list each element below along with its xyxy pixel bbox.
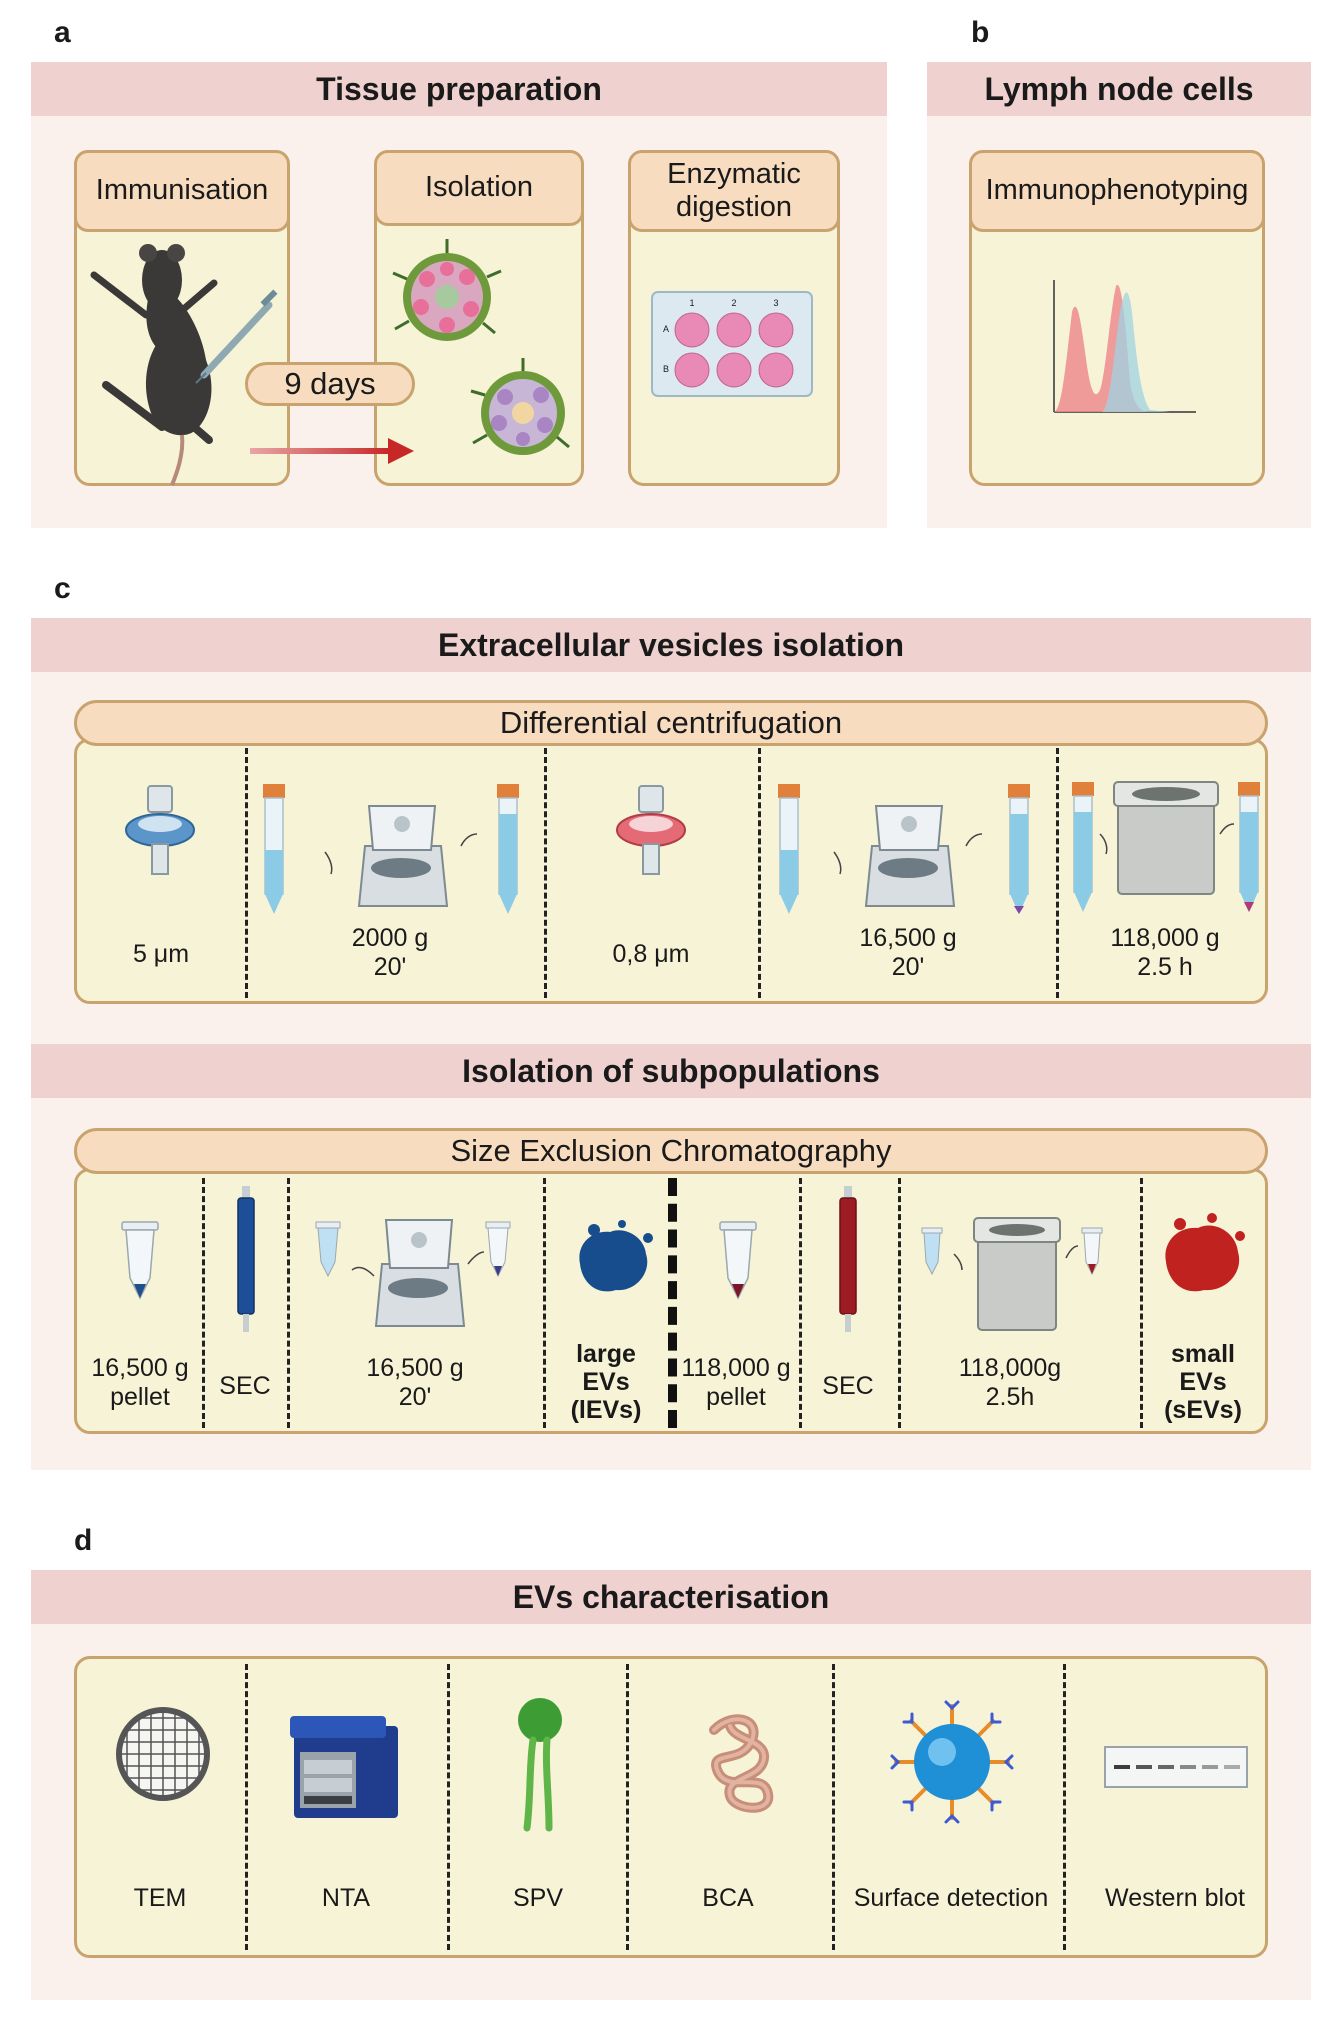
centrifuge-icon: [315, 1219, 511, 1327]
separator: [626, 1664, 629, 1950]
step-label: small EVs (sEVs): [1164, 1340, 1242, 1424]
ev-isolation-header: Extracellular vesicles isolation: [31, 618, 1311, 672]
lymph-node-icon: [392, 239, 570, 455]
separator: [544, 748, 547, 998]
western-blot-icon: [1104, 1746, 1248, 1788]
panel-label-a: a: [54, 16, 71, 49]
plate-row-a: A: [662, 324, 669, 334]
immunisation-title: Immunisation: [74, 150, 290, 232]
step-label: 2000 g 20': [351, 924, 429, 981]
centrifugation-title: Differential centrifugation: [74, 700, 1268, 746]
lipid-icon: [518, 1698, 562, 1832]
panel-label-d: d: [74, 1524, 93, 1557]
method-label: Surface detection: [853, 1884, 1049, 1912]
separator: [202, 1178, 205, 1428]
blue-filter-icon: [125, 785, 195, 875]
centrifuge-icon: [263, 784, 519, 914]
subpopulations-header: Isolation of subpopulations: [31, 1044, 1311, 1098]
step-label: 16,500 g pellet: [91, 1354, 189, 1411]
blue-sec-column-icon: [237, 1186, 255, 1332]
lymph-node-cells-header: Lymph node cells: [927, 62, 1311, 116]
characterisation-box: [74, 1656, 1268, 1958]
step-label: 16,500 g 20': [859, 924, 957, 981]
tem-grid-icon: [116, 1707, 210, 1801]
small-ev-icon: [1165, 1213, 1245, 1292]
plate-col-2: 2: [731, 298, 737, 308]
flow-cytometry-histogram-icon: [1053, 280, 1196, 413]
large-ev-icon: [579, 1220, 653, 1292]
plate-col-3: 3: [773, 298, 779, 308]
step-label: 118,000 g 2.5 h: [1110, 924, 1220, 981]
separator: [1140, 1178, 1143, 1428]
step-label: 118,000g 2.5h: [958, 1354, 1062, 1411]
method-label: BCA: [702, 1884, 754, 1912]
isolation-title: Isolation: [374, 150, 584, 226]
panel-label-c: c: [54, 572, 71, 605]
separator: [245, 1664, 248, 1950]
tissue-preparation-header: Tissue preparation: [31, 62, 887, 116]
separator: [898, 1178, 901, 1428]
vesicle-antibody-icon: [890, 1700, 1014, 1824]
red-sec-column-icon: [839, 1186, 857, 1332]
separator: [447, 1664, 450, 1950]
separator: [287, 1178, 290, 1428]
interval-pill: 9 days: [245, 362, 415, 406]
eppendorf-tube-icon: [121, 1221, 159, 1300]
plate-col-1: 1: [689, 298, 695, 308]
separator: [832, 1664, 835, 1950]
step-label: SEC: [822, 1372, 874, 1400]
immunophenotyping-title: Immunophenotyping: [969, 150, 1265, 232]
red-filter-icon: [616, 785, 686, 875]
time-arrow-icon: [250, 438, 414, 464]
separator: [1063, 1664, 1066, 1950]
separator: [245, 748, 248, 998]
ultracentrifuge-icon: [921, 1217, 1103, 1331]
method-label: NTA: [321, 1884, 371, 1912]
step-label: 16,500 g 20': [366, 1354, 464, 1411]
thick-separator: [668, 1178, 677, 1428]
ultracentrifuge-icon: [1072, 781, 1260, 912]
method-label: Western blot: [1105, 1884, 1245, 1912]
nta-instrument-icon: [290, 1716, 398, 1818]
enzymatic-digestion-title: Enzymatic digestion: [628, 150, 840, 232]
step-label: 0,8 μm: [612, 940, 690, 968]
method-label: SPV: [512, 1884, 564, 1912]
mouse-injection-icon: [90, 244, 278, 486]
step-label: 5 μm: [132, 940, 190, 968]
eppendorf-tube-icon: [719, 1221, 757, 1300]
method-label: TEM: [133, 1884, 187, 1912]
characterisation-header: EVs characterisation: [31, 1570, 1311, 1624]
sec-title: Size Exclusion Chromatography: [74, 1128, 1268, 1174]
separator: [758, 748, 761, 998]
centrifuge-icon: [778, 784, 1030, 914]
separator: [799, 1178, 802, 1428]
panel-label-b: b: [971, 16, 990, 49]
well-plate-icon: [651, 291, 813, 397]
step-label: SEC: [219, 1372, 271, 1400]
step-label: large EVs (lEVs): [570, 1340, 642, 1424]
plate-row-b: B: [662, 364, 669, 374]
separator: [1056, 748, 1059, 998]
separator: [543, 1178, 546, 1428]
step-label: 118,000 g pellet: [681, 1354, 791, 1411]
protein-icon: [709, 1714, 774, 1813]
